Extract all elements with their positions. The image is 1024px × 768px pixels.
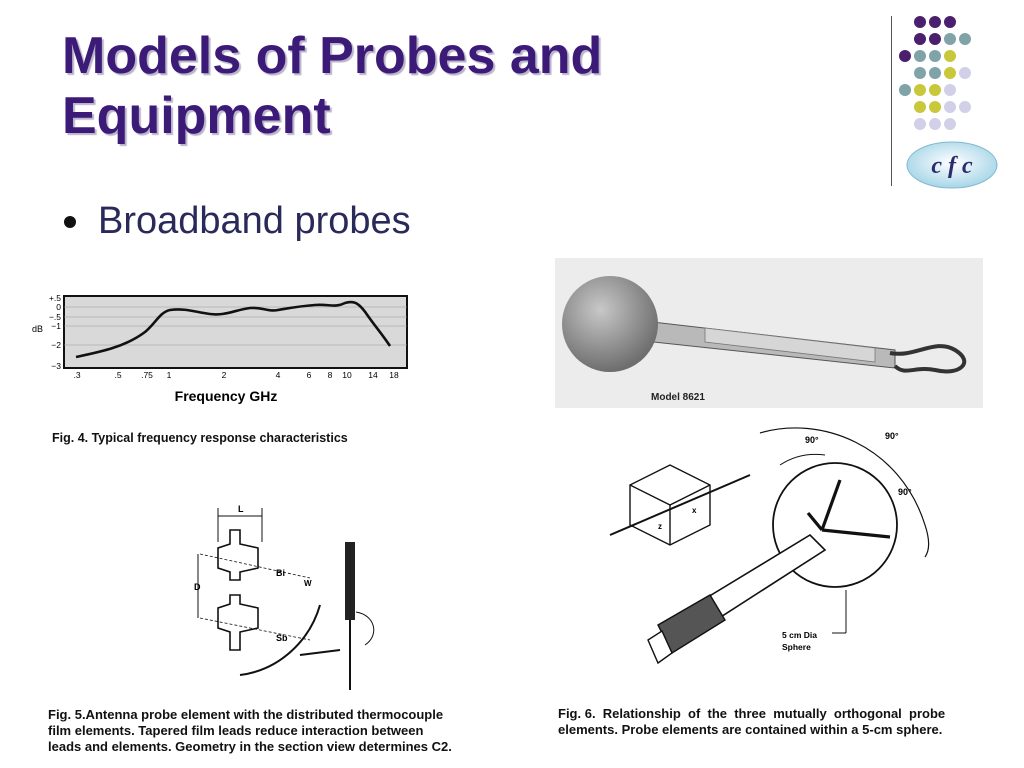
sphere-label-line-2: Sphere — [782, 642, 811, 652]
figure-5-diagram: L D Bi W Sb — [194, 504, 375, 690]
figure-6-caption-line: Fig. 6. Relationship of the three mutual… — [558, 706, 946, 721]
bullet-item: Broadband probes — [64, 200, 411, 243]
x-tick: 2 — [222, 370, 227, 380]
decorative-dot — [959, 33, 971, 45]
probe-sphere — [562, 276, 658, 372]
label-sb: Sb — [276, 633, 288, 643]
decorative-dot — [899, 50, 911, 62]
decorative-dot — [944, 16, 956, 28]
label-x: x — [692, 506, 697, 515]
bullet-dot-icon — [64, 215, 76, 228]
decorative-dot — [929, 16, 941, 28]
decorative-dot — [914, 84, 926, 96]
title-line-1: Models of Probes and — [62, 27, 603, 85]
decorative-dot — [959, 101, 971, 113]
decorative-dot — [929, 33, 941, 45]
figure-5-caption: Fig. 5.Antenna probe element with the di… — [48, 707, 452, 755]
probe-photo-drawing: Model 8621 — [562, 276, 967, 403]
decorative-dot — [914, 50, 926, 62]
label-w: W — [304, 579, 312, 588]
bullet-text: Broadband probes — [98, 200, 411, 242]
probe-rod — [345, 542, 355, 620]
x-tick: 8 — [328, 370, 333, 380]
label-z: z — [658, 522, 662, 531]
response-curve — [75, 300, 392, 359]
x-tick: .75 — [141, 370, 153, 380]
x-tick: 14 — [368, 370, 378, 380]
label-l: L — [238, 504, 244, 514]
x-tick: 1 — [167, 370, 172, 380]
y-tick: +.5 — [49, 293, 61, 303]
header-divider — [891, 16, 892, 186]
figure-6-caption: Fig. 6. Relationship of the three mutual… — [558, 706, 945, 738]
angle-label-1: 90° — [805, 435, 819, 445]
decorative-dot — [929, 101, 941, 113]
chart-plot-area — [63, 295, 408, 369]
chart-ylabel: dB — [32, 324, 43, 334]
angle-label-2: 90° — [885, 431, 899, 441]
decorative-dot — [914, 16, 926, 28]
decorative-dot — [929, 84, 941, 96]
decorative-dot-grid-icon — [899, 16, 971, 130]
y-tick: 0 — [56, 302, 61, 312]
label-bi: Bi — [276, 568, 285, 578]
cfc-logo-icon: c f c — [906, 141, 998, 189]
decorative-dot — [914, 118, 926, 130]
x-tick: 18 — [389, 370, 399, 380]
decorative-dot — [944, 118, 956, 130]
decorative-dot — [914, 67, 926, 79]
decorative-dot — [929, 118, 941, 130]
y-tick: −2 — [51, 340, 61, 350]
decorative-dot — [944, 67, 956, 79]
decorative-dot — [944, 101, 956, 113]
logo-text: c f c — [931, 153, 973, 179]
y-tick: −3 — [51, 361, 61, 371]
x-tick: 4 — [276, 370, 281, 380]
probe-photo: Model 8621 — [555, 258, 983, 408]
decorative-dot — [914, 101, 926, 113]
figure-5-caption-line: film elements. Tapered film leads reduce… — [48, 723, 424, 738]
decorative-dot — [929, 67, 941, 79]
chart-xlabel: Frequency GHz — [175, 388, 278, 404]
x-tick: 6 — [307, 370, 312, 380]
decorative-dot — [899, 84, 911, 96]
figure-4-chart: dB +.5 0 −.5 −1 −2 −3 .3 .5 .75 1 2 4 6 … — [32, 293, 408, 404]
figure-6-diagram: z x 90° 90° 90° 5 cm Dia Sphere — [609, 427, 930, 665]
decorative-dot — [929, 50, 941, 62]
figure-6-caption-line: elements. Probe elements are contained w… — [558, 722, 943, 737]
decorative-dot — [944, 50, 956, 62]
figure-5-caption-line: leads and elements. Geometry in the sect… — [48, 739, 452, 754]
figure-5-caption-line: Fig. 5.Antenna probe element with the di… — [48, 707, 444, 722]
title-line-2: Equipment — [62, 87, 331, 145]
angle-label-3: 90° — [898, 487, 912, 497]
decorative-dot — [944, 33, 956, 45]
label-d: D — [194, 582, 201, 592]
slide-title: Models of Probes and Equipment — [62, 26, 842, 146]
decorative-dot — [959, 67, 971, 79]
photo-model-label: Model 8621 — [651, 392, 705, 403]
decorative-dot — [944, 84, 956, 96]
x-tick: .3 — [73, 370, 80, 380]
y-tick: −1 — [51, 321, 61, 331]
decorative-dot — [914, 33, 926, 45]
sphere-label-line-1: 5 cm Dia — [782, 630, 817, 640]
y-tick: −.5 — [49, 312, 61, 322]
figure-4-caption: Fig. 4. Typical frequency response chara… — [52, 431, 348, 445]
x-tick: 10 — [342, 370, 352, 380]
x-tick: .5 — [114, 370, 121, 380]
